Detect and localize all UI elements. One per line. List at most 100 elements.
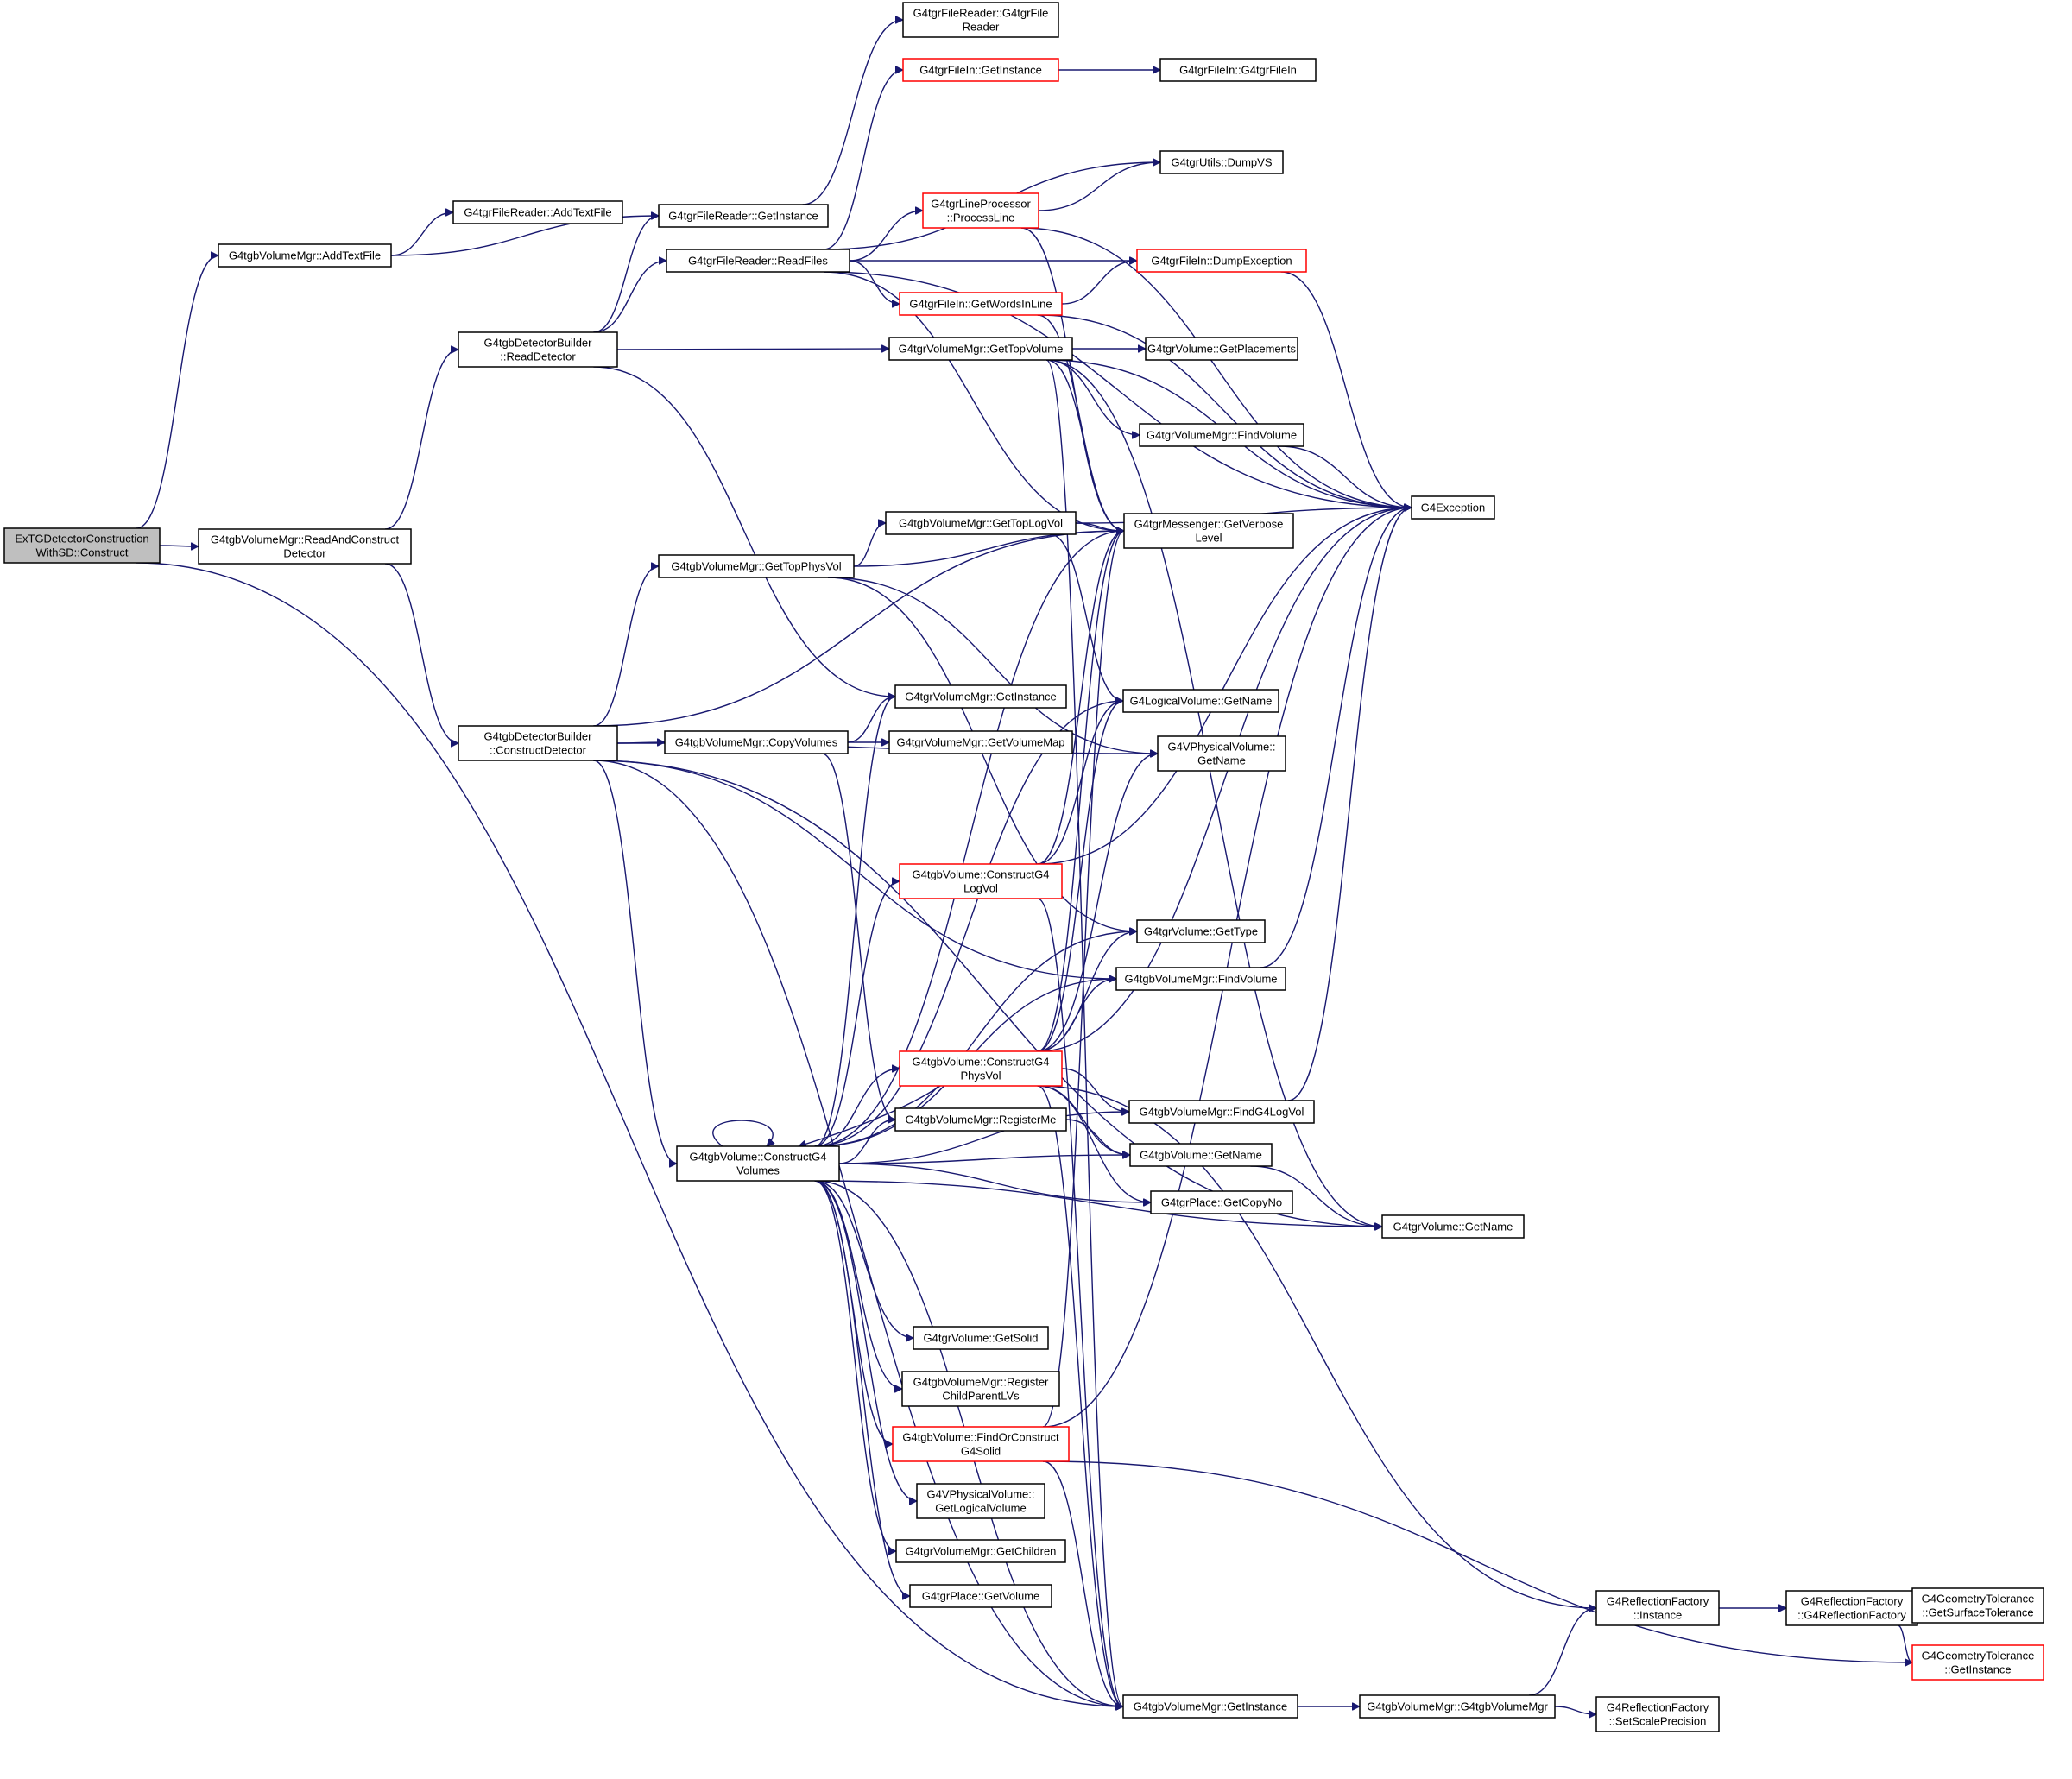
node-bvmCtor[interactable]: G4tgbVolumeMgr::G4tgbVolumeMgr — [1359, 1694, 1556, 1719]
edge-bvConstructPhysVol-to-pvGetName — [1037, 754, 1158, 1052]
node-bvmFindLogVol[interactable]: G4tgbVolumeMgr::FindG4LogVol — [1128, 1100, 1315, 1124]
edge-bvmFindVolume-to-g4Exception — [1260, 508, 1412, 968]
edge-vmGetTopVolume-to-bvmGetInstance — [1045, 359, 1124, 1706]
node-lvGetName[interactable]: G4LogicalVolume::GetName — [1122, 689, 1279, 713]
node-frReadFiles[interactable]: G4tgrFileReader::ReadFiles — [666, 249, 850, 273]
node-box — [1122, 689, 1279, 713]
node-fiGetWordsInLine[interactable]: G4tgrFileIn::GetWordsInLine — [899, 292, 1063, 316]
node-pvGetName[interactable]: G4VPhysicalVolume::GetName — [1157, 735, 1286, 772]
node-dbConstructDetector[interactable]: G4tgbDetectorBuilder::ConstructDetector — [458, 725, 618, 761]
node-fiDumpException[interactable]: G4tgrFileIn::DumpException — [1136, 249, 1307, 273]
node-bvmGetTopLogVol[interactable]: G4tgbVolumeMgr::GetTopLogVol — [885, 511, 1077, 535]
node-box — [658, 204, 829, 228]
node-g4Exception[interactable]: G4Exception — [1411, 495, 1495, 520]
node-box — [894, 1107, 1067, 1132]
node-vmGetVolumeMap[interactable]: G4tgrVolumeMgr::GetVolumeMap — [888, 730, 1073, 754]
node-box — [1115, 967, 1286, 991]
node-vmGetTopVolume[interactable]: G4tgrVolumeMgr::GetTopVolume — [888, 337, 1073, 361]
node-label: G4tgrVolumeMgr::GetInstance — [905, 691, 1057, 703]
node-rfCtor[interactable]: G4ReflectionFactory::G4ReflectionFactory — [1785, 1590, 1918, 1626]
node-volGetType[interactable]: G4tgrVolume::GetType — [1136, 919, 1266, 943]
node-root[interactable]: ExTGDetectorConstructionWithSD::Construc… — [3, 527, 161, 564]
node-volGetPlacements[interactable]: G4tgrVolume::GetPlacements — [1145, 337, 1298, 361]
edge-lpProcessLine-to-utilsDumpVS — [1038, 162, 1160, 211]
node-label: G4ReflectionFactory — [1607, 1701, 1709, 1714]
node-box — [3, 527, 161, 564]
node-label: ::ProcessLine — [947, 211, 1015, 224]
edge-bvConstructPhysVol-to-bvmFindLogVol — [1061, 1068, 1129, 1112]
edge-bvConstructLogVol-to-g4Exception — [1037, 508, 1412, 865]
node-box — [888, 337, 1073, 361]
node-label: G4tgbVolumeMgr::GetTopPhysVol — [671, 560, 841, 573]
node-label: G4tgrVolumeMgr::GetChildren — [906, 1545, 1057, 1558]
node-rfInstance[interactable]: G4ReflectionFactory::Instance — [1595, 1590, 1720, 1626]
node-box — [1381, 1214, 1525, 1239]
node-box — [1128, 1100, 1315, 1124]
node-bvmRegisterMe[interactable]: G4tgbVolumeMgr::RegisterMe — [894, 1107, 1067, 1132]
node-label: G4ReflectionFactory — [1607, 1595, 1709, 1608]
node-label: PhysVol — [961, 1069, 1001, 1082]
node-box — [1159, 150, 1284, 174]
node-frGetInstance[interactable]: G4tgrFileReader::GetInstance — [658, 204, 829, 228]
node-bvmGetInstance[interactable]: G4tgbVolumeMgr::GetInstance — [1122, 1694, 1298, 1719]
edge-bvConstructLogVol-to-lvGetName — [1037, 701, 1123, 865]
node-label: Detector — [283, 547, 326, 560]
edge-frReadFiles-to-lpProcessLine — [849, 211, 923, 262]
node-fiGetInstance[interactable]: G4tgrFileIn::GetInstance — [902, 58, 1059, 82]
node-bvmCopyVolumes[interactable]: G4tgbVolumeMgr::CopyVolumes — [664, 730, 849, 754]
node-vmGetInstance[interactable]: G4tgrVolumeMgr::GetInstance — [894, 684, 1067, 709]
node-box — [902, 58, 1059, 82]
node-label: G4ReflectionFactory — [1801, 1595, 1904, 1608]
node-bvmFindVolume[interactable]: G4tgbVolumeMgr::FindVolume — [1115, 967, 1286, 991]
node-bvGetName[interactable]: G4tgbVolume::GetName — [1129, 1143, 1273, 1167]
node-label: G4tgrFileIn::DumpException — [1151, 255, 1292, 268]
node-label: Volumes — [736, 1164, 780, 1177]
node-vmGetChildren[interactable]: G4tgrVolumeMgr::GetChildren — [895, 1539, 1066, 1563]
node-label: G4tgbVolume::ConstructG4 — [913, 868, 1050, 881]
node-placeGetCopyNo[interactable]: G4tgrPlace::GetCopyNo — [1150, 1190, 1293, 1214]
node-utilsDumpVS[interactable]: G4tgrUtils::DumpVS — [1159, 150, 1284, 174]
node-placeGetVolume[interactable]: G4tgrPlace::GetVolume — [909, 1584, 1052, 1608]
edge-frGetInstance-to-frCtor — [802, 20, 903, 205]
edge-rfCtor-to-gtGetInstance — [1897, 1624, 1913, 1662]
node-label: G4tgrVolumeMgr::FindVolume — [1147, 429, 1297, 442]
node-frCtor[interactable]: G4tgrFileReader::G4tgrFileReader — [902, 2, 1059, 38]
node-fiCtor[interactable]: G4tgrFileIn::G4tgrFileIn — [1159, 58, 1317, 82]
edge-root-to-bvmGetInstance — [136, 562, 1123, 1706]
edge-bvFindOrConstructSolid-to-gtGetInstance — [1042, 1460, 1912, 1662]
node-label: ::G4ReflectionFactory — [1797, 1609, 1906, 1622]
node-lpProcessLine[interactable]: G4tgrLineProcessor::ProcessLine — [922, 192, 1039, 229]
node-gtGetInstance[interactable]: G4GeometryTolerance::GetInstance — [1911, 1644, 2044, 1681]
node-volGetName[interactable]: G4tgrVolume::GetName — [1381, 1214, 1525, 1239]
node-pvGetLogicalVolume[interactable]: G4VPhysicalVolume::GetLogicalVolume — [916, 1483, 1045, 1519]
node-box — [1911, 1644, 2044, 1681]
node-label: G4tgbVolume::ConstructG4 — [690, 1151, 827, 1164]
node-label: GetLogicalVolume — [935, 1502, 1027, 1515]
node-bvmGetTopPhysVol[interactable]: G4tgbVolumeMgr::GetTopPhysVol — [658, 554, 855, 578]
edge-bvConstructVolumes-to-bvmRegisterMe — [838, 1120, 895, 1164]
node-vmFindVolume[interactable]: G4tgrVolumeMgr::FindVolume — [1139, 423, 1304, 447]
node-volGetSolid[interactable]: G4tgrVolume::GetSolid — [913, 1326, 1049, 1350]
edge-layer — [136, 20, 1917, 1714]
edge-bvConstructVolumes-to-vmGetChildren — [814, 1180, 897, 1551]
node-frAddTextFile[interactable]: G4tgrFileReader::AddTextFile — [452, 200, 623, 224]
node-gtGetSurfaceTolerance[interactable]: G4GeometryTolerance::GetSurfaceTolerance — [1911, 1587, 2044, 1624]
node-rfSetScalePrecision[interactable]: G4ReflectionFactory::SetScalePrecision — [1595, 1696, 1720, 1732]
edge-fiGetWordsInLine-to-fiDumpException — [1061, 261, 1137, 305]
edge-bvConstructVolumes-to-vmGetInstance — [814, 697, 896, 1147]
node-box — [913, 1326, 1049, 1350]
edge-bvConstructLogVol-to-msgGetVerbose — [1037, 531, 1125, 865]
node-label: G4tgrFileIn::GetInstance — [919, 64, 1042, 77]
node-dbReadDetector[interactable]: G4tgbDetectorBuilder::ReadDetector — [458, 331, 618, 368]
edge-bvConstructVolumes-to-pvGetLogicalVolume — [814, 1180, 917, 1501]
node-label: G4tgrFileIn::G4tgrFileIn — [1179, 64, 1297, 77]
node-addTextFile[interactable]: G4tgbVolumeMgr::AddTextFile — [218, 243, 392, 268]
node-label: ChildParentLVs — [942, 1390, 1020, 1403]
